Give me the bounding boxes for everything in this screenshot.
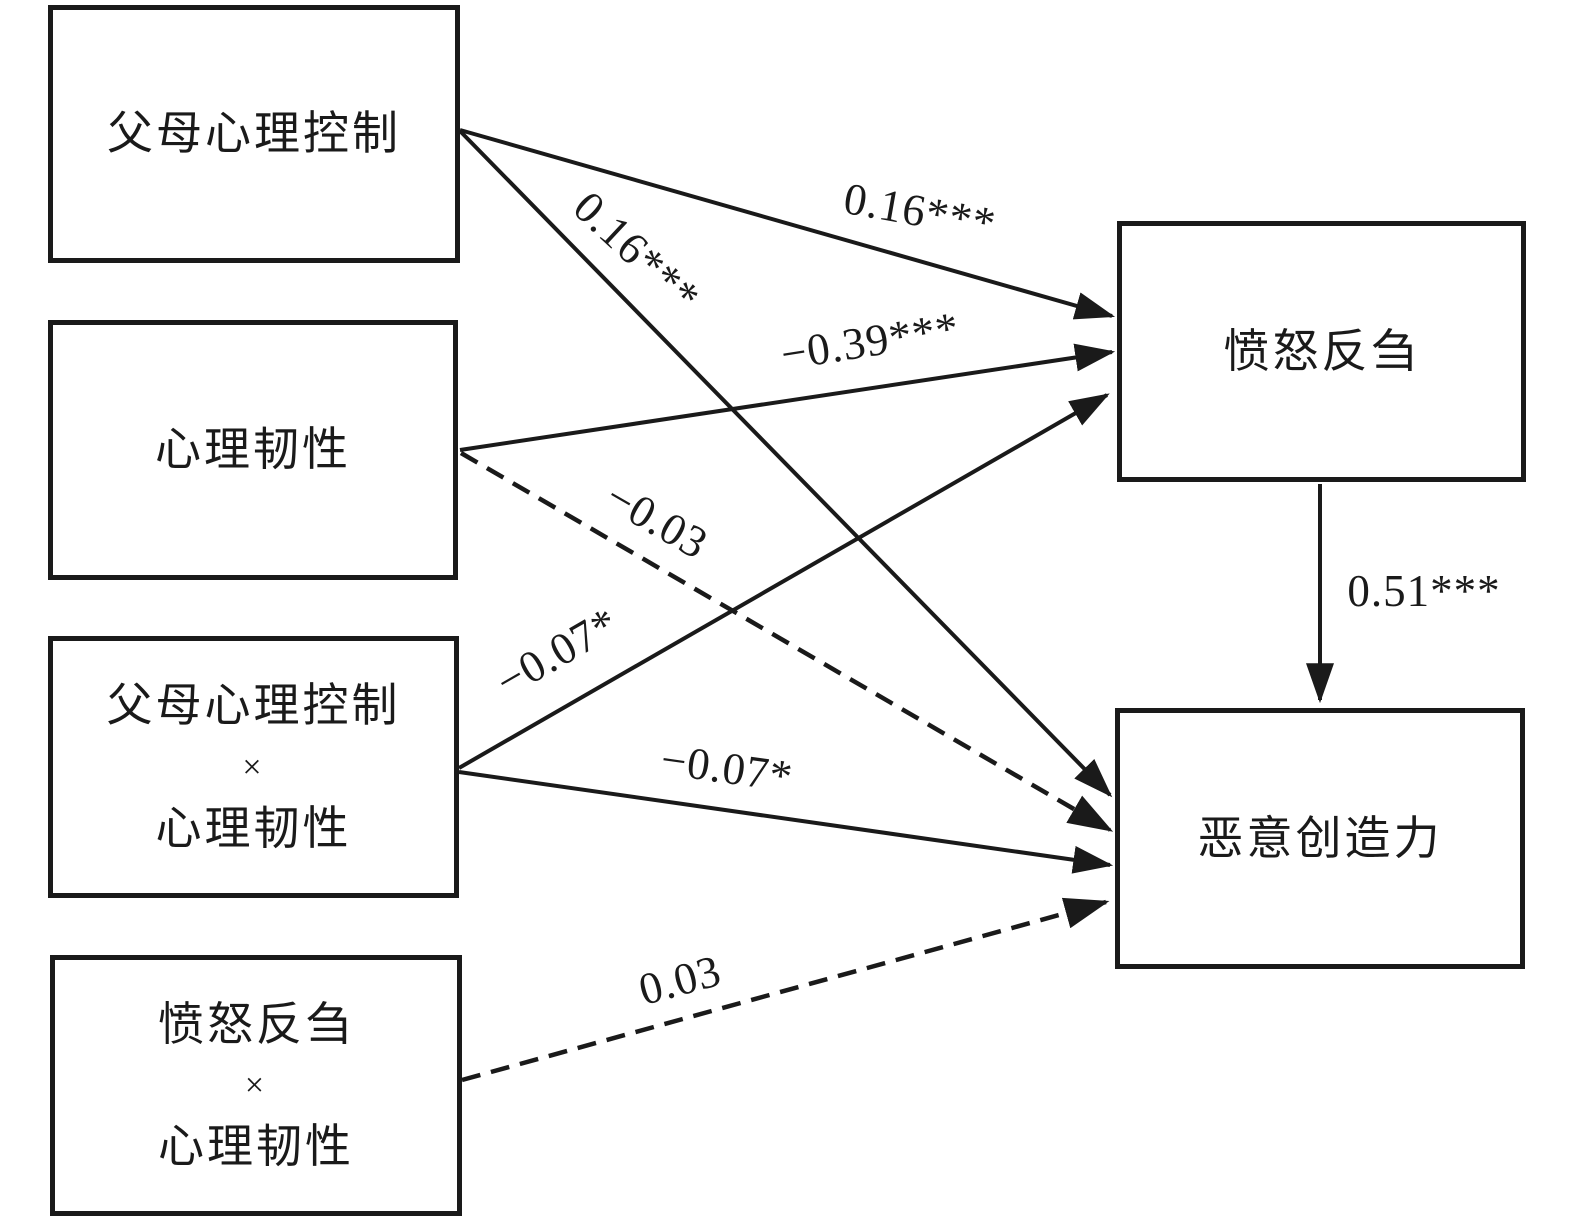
node-label: 心理韧性 <box>155 424 351 476</box>
arrow-arxres-to-mc-dashed <box>461 897 1110 1083</box>
node-anger-rumination: 愤怒反刍 <box>1117 221 1526 482</box>
arrow-pcxres-to-ar <box>458 393 1110 770</box>
arrow-pcxres-to-mc <box>458 770 1114 874</box>
arrow-pc-to-mc <box>458 129 1113 798</box>
node-label-line1: 父母心理控制 <box>106 680 401 732</box>
node-label-line3: 心理韧性 <box>155 802 352 854</box>
node-anger-rumination-x-resilience: 愤怒反刍 × 心理韧性 <box>50 955 462 1216</box>
node-parental-psychological-control: 父母心理控制 <box>48 5 460 263</box>
node-label: 愤怒反刍 <box>1223 325 1420 377</box>
arrow-pc-to-ar <box>459 128 1116 320</box>
arrow-res-to-mc-dashed <box>459 451 1114 832</box>
node-psychological-resilience: 心理韧性 <box>48 320 458 580</box>
node-label-line1: 愤怒反刍 <box>158 998 354 1050</box>
node-parental-control-x-resilience: 父母心理控制 × 心理韧性 <box>48 636 459 898</box>
node-label: 父母心理控制 <box>107 108 401 160</box>
coefficient-ar-to-mc: 0.51*** <box>1347 566 1501 616</box>
multiply-sign: × <box>242 748 265 786</box>
node-label-line3: 心理韧性 <box>158 1121 354 1172</box>
multiply-sign: × <box>244 1067 268 1104</box>
node-malevolent-creativity: 恶意创造力 <box>1115 708 1525 969</box>
node-label: 恶意创造力 <box>1197 812 1443 864</box>
arrow-res-to-ar <box>459 343 1116 452</box>
